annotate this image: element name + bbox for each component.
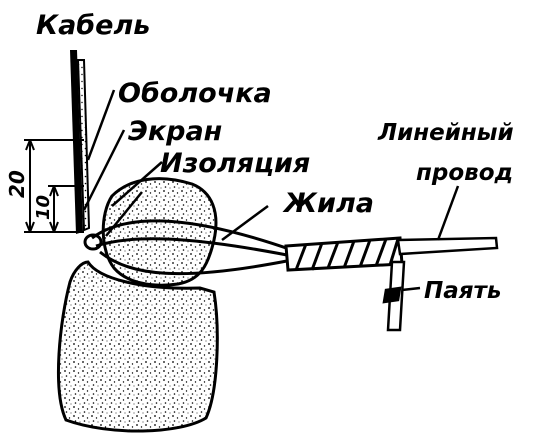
label-cable: Кабель — [36, 10, 150, 41]
label-insulation: Изоляция — [160, 148, 310, 179]
leader-lines — [82, 89, 460, 292]
label-line-wire-1: Линейный — [377, 120, 514, 146]
label-sheath: Оболочка — [118, 78, 272, 109]
cable-sheath — [70, 50, 91, 234]
core-wires — [83, 219, 293, 276]
line-wire — [396, 236, 499, 256]
label-screen: Экран — [128, 116, 222, 147]
upper-wrap — [101, 177, 218, 287]
dimension-20: 20 — [5, 170, 29, 198]
label-line-wire-2: провод — [416, 160, 513, 186]
solder-drip — [382, 260, 406, 332]
twisted-splice — [284, 236, 404, 272]
label-core: Жила — [282, 188, 374, 219]
label-solder: Паять — [424, 278, 501, 304]
dimension-10: 10 — [33, 195, 54, 220]
dimension-lines — [24, 139, 84, 233]
lower-wrap — [57, 260, 219, 433]
